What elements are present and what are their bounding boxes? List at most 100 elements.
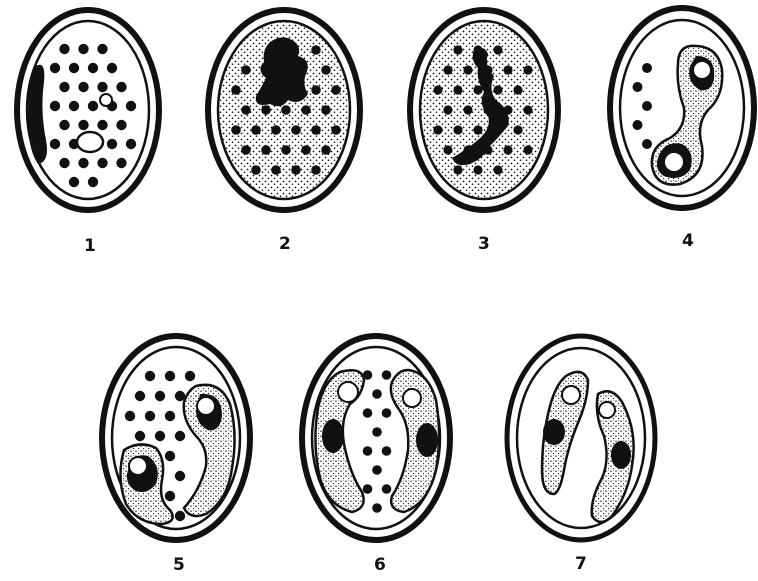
granule xyxy=(165,491,175,501)
granule xyxy=(126,101,136,111)
granule xyxy=(88,63,98,73)
granule xyxy=(78,44,88,54)
oocyst-stage-6 xyxy=(302,336,450,540)
granule xyxy=(453,45,462,54)
granule xyxy=(145,411,155,421)
granule xyxy=(126,139,136,149)
granule xyxy=(321,65,331,75)
granule xyxy=(382,446,392,456)
granule xyxy=(241,65,251,75)
granule xyxy=(453,85,462,94)
granule xyxy=(523,145,532,154)
granule xyxy=(331,85,341,95)
granule xyxy=(372,389,382,399)
granule xyxy=(291,165,301,175)
granule xyxy=(311,45,321,55)
granule xyxy=(523,105,532,114)
granule xyxy=(363,484,373,494)
granule xyxy=(231,125,241,135)
granule xyxy=(443,105,452,114)
granule xyxy=(633,82,643,92)
granule xyxy=(175,511,185,521)
granule xyxy=(453,165,462,174)
stage-label-5: 5 xyxy=(173,557,185,574)
granule xyxy=(321,105,331,115)
vacuole xyxy=(338,382,358,402)
granule xyxy=(125,411,135,421)
granule xyxy=(165,371,175,381)
granule xyxy=(97,120,107,130)
granule xyxy=(59,82,69,92)
granule xyxy=(513,85,522,94)
granule xyxy=(311,165,321,175)
vacuole xyxy=(693,61,711,79)
granule xyxy=(271,125,281,135)
granule xyxy=(523,65,532,74)
granule xyxy=(473,165,482,174)
granule xyxy=(241,145,251,155)
granule xyxy=(463,105,472,114)
vacuole xyxy=(599,402,615,418)
stage-label-2: 2 xyxy=(279,236,291,253)
stage-label-4: 4 xyxy=(682,233,694,250)
vacuole xyxy=(403,389,421,407)
granule xyxy=(493,165,502,174)
granule xyxy=(107,63,117,73)
oocyst-stage-2 xyxy=(208,10,360,210)
oocyst-stage-4 xyxy=(610,8,754,208)
granule xyxy=(261,145,271,155)
nucleus xyxy=(611,441,631,469)
granule xyxy=(69,101,79,111)
granule xyxy=(116,82,126,92)
granule xyxy=(301,145,311,155)
granule xyxy=(116,158,126,168)
granule xyxy=(135,431,145,441)
granule xyxy=(443,145,452,154)
granule xyxy=(372,427,382,437)
granule xyxy=(50,101,60,111)
granule xyxy=(321,145,331,155)
granule xyxy=(145,371,155,381)
granule xyxy=(331,125,341,135)
granule xyxy=(503,145,512,154)
granule xyxy=(443,65,452,74)
granule xyxy=(88,177,98,187)
granule xyxy=(633,120,643,130)
granule xyxy=(59,44,69,54)
granule xyxy=(301,105,311,115)
granule xyxy=(261,105,271,115)
granule xyxy=(155,391,165,401)
granule xyxy=(78,82,88,92)
oocyst-stage-5 xyxy=(102,336,250,540)
oocyst-stage-1 xyxy=(17,10,159,210)
granule xyxy=(175,431,185,441)
granule xyxy=(281,145,291,155)
granule xyxy=(165,451,175,461)
granule xyxy=(382,484,392,494)
oocyst-stage-3 xyxy=(410,10,558,210)
vacuole xyxy=(129,457,147,475)
granule xyxy=(363,446,373,456)
granule xyxy=(155,431,165,441)
granule xyxy=(311,125,321,135)
granule xyxy=(642,63,652,73)
nucleus xyxy=(416,423,438,457)
oocyst-stage-7 xyxy=(507,336,655,540)
stage-label-6: 6 xyxy=(374,557,386,574)
granule xyxy=(382,370,392,380)
granule xyxy=(311,85,321,95)
stage-label-7: 7 xyxy=(575,556,587,573)
granule xyxy=(433,125,442,134)
granule xyxy=(97,44,107,54)
granule xyxy=(473,125,482,134)
granule xyxy=(165,411,175,421)
granule xyxy=(231,85,241,95)
granule xyxy=(281,105,291,115)
granule xyxy=(251,125,261,135)
vacuole xyxy=(562,386,580,404)
granule xyxy=(97,158,107,168)
stage-label-3: 3 xyxy=(478,236,490,253)
granule xyxy=(97,82,107,92)
granule xyxy=(372,465,382,475)
